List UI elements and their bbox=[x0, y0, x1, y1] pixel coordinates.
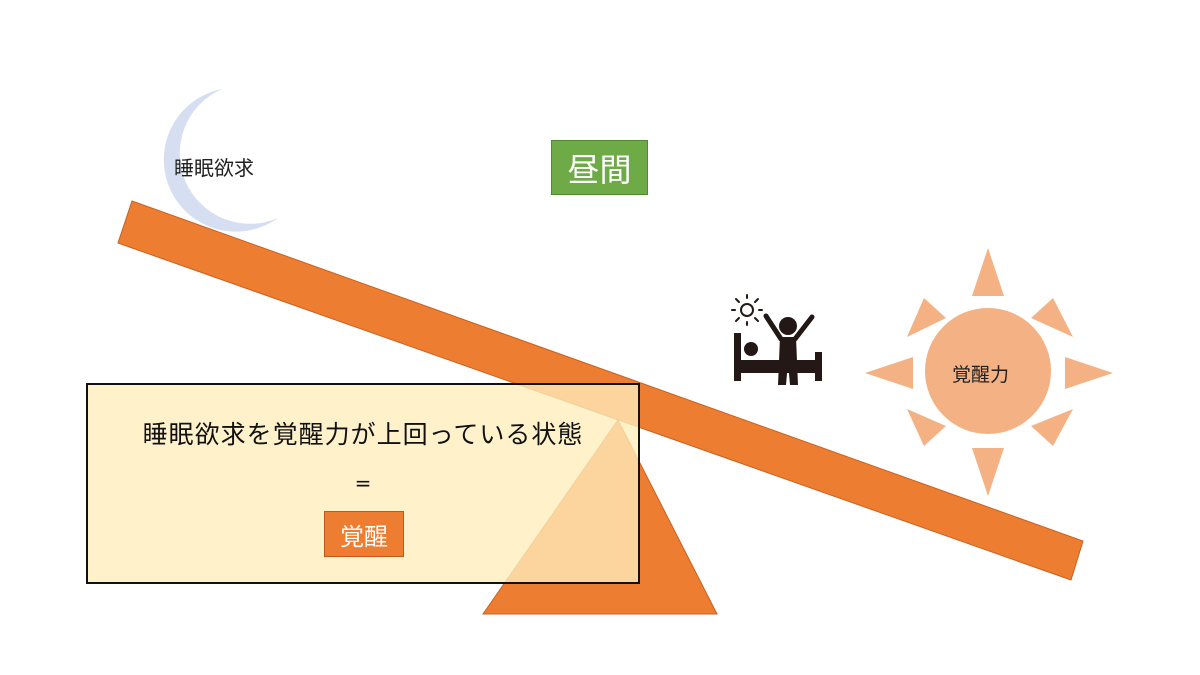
equals-symbol: = bbox=[354, 471, 372, 495]
explanation-text: 睡眠欲求を覚醒力が上回っている状態 bbox=[142, 420, 584, 449]
wake-force-label: 覚醒力 bbox=[952, 364, 1010, 386]
sleep-pressure-label: 睡眠欲求 bbox=[174, 156, 254, 180]
waking-person-icon bbox=[731, 294, 822, 385]
awake-badge: 覚醒 bbox=[324, 511, 404, 557]
sun-icon bbox=[865, 248, 1113, 496]
explanation-box: 睡眠欲求を覚醒力が上回っている状態 = 覚醒 bbox=[86, 383, 640, 584]
crescent-moon-icon bbox=[163, 89, 278, 232]
daytime-badge: 昼間 bbox=[551, 140, 648, 195]
